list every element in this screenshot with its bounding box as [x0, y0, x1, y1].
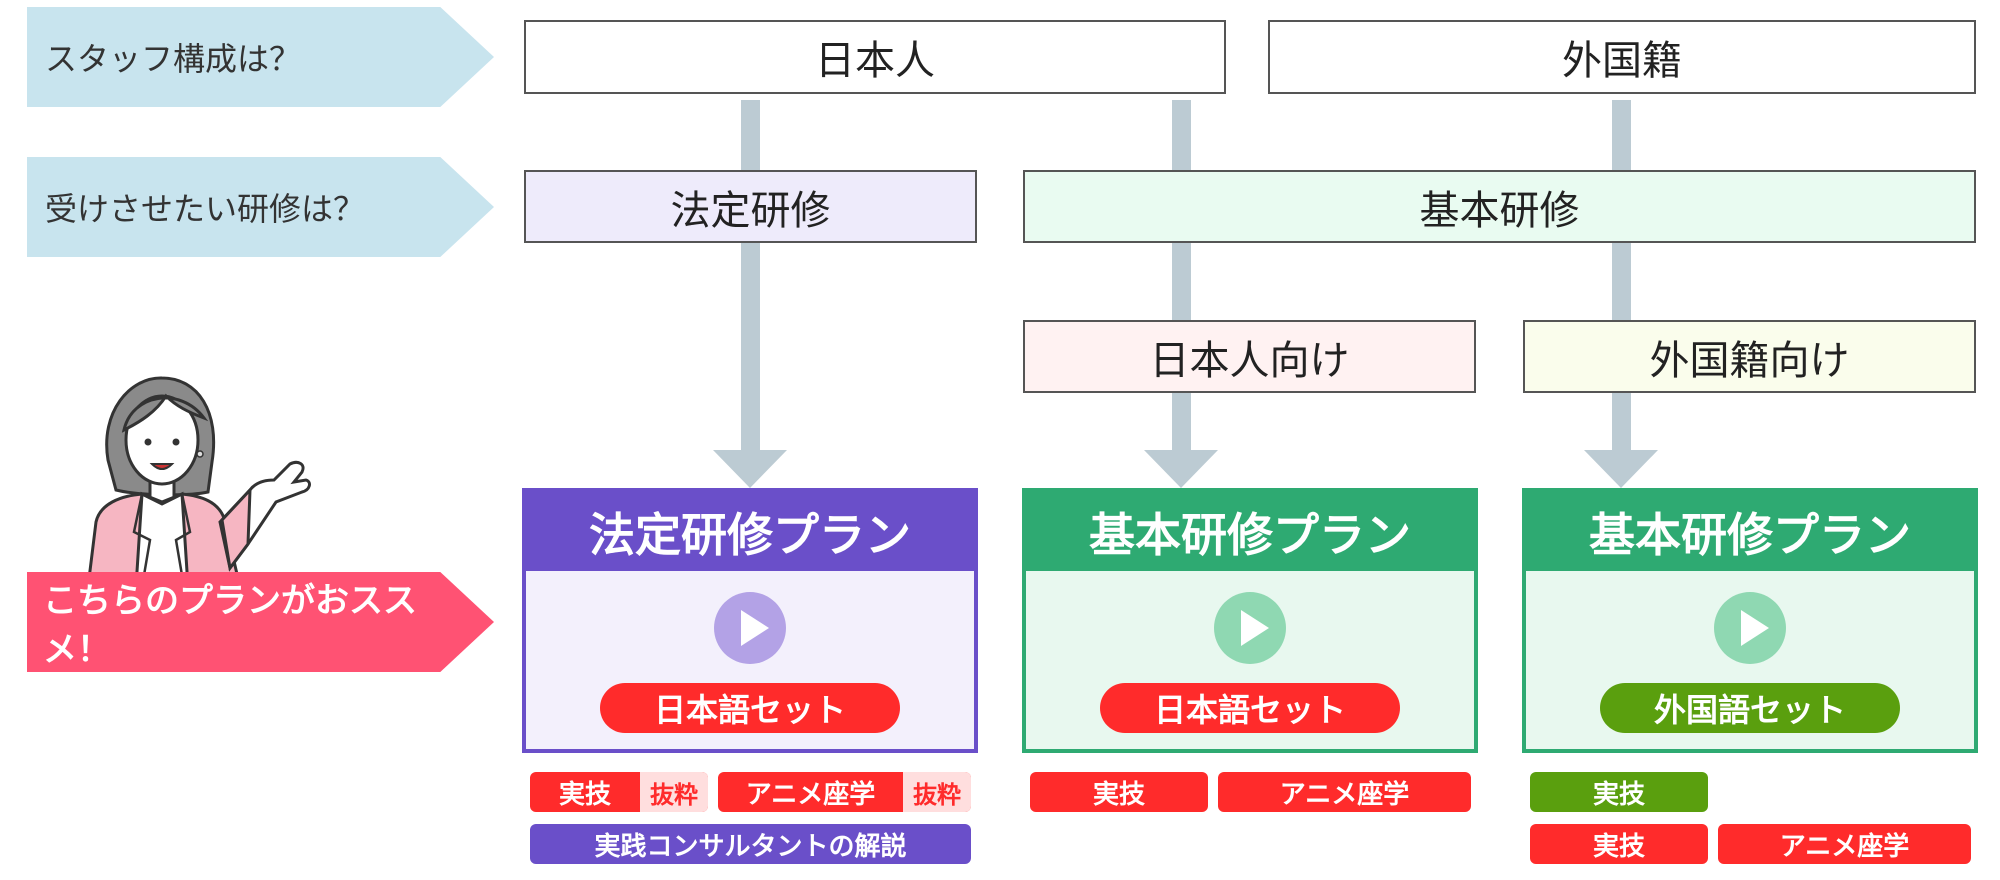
tag-practical-foreign-language: 実技	[1530, 772, 1708, 812]
question-staff: スタッフ構成は？	[45, 40, 302, 78]
question-recommend: こちらのプランがおススメ！	[43, 581, 417, 670]
tag-anime-lecture: アニメ座学	[1718, 824, 1971, 864]
question-training-arrow: 受けさせたい研修は？	[27, 157, 494, 257]
option-japanese: 日本人	[524, 20, 1226, 94]
tag-practical-excerpt: 実技 抜粋	[530, 772, 708, 812]
option-legal-training: 法定研修	[524, 170, 977, 243]
plan-basic-japanese-set-label: 日本語セット	[1100, 683, 1400, 733]
question-staff-arrow: スタッフ構成は？	[27, 7, 494, 107]
plan-basic-foreign-set-label: 外国語セット	[1600, 683, 1900, 733]
question-training: 受けさせたい研修は？	[45, 190, 366, 228]
tag-anime-lecture-label: アニメ座学	[1279, 779, 1410, 810]
tag-practical-label: 実技	[558, 779, 611, 810]
option-legal-training-label: 法定研修	[670, 187, 831, 234]
plan-basic-foreign-card[interactable]: 基本研修プラン 外国語セット	[1522, 488, 1978, 753]
tag-practical-label: 実技	[1092, 779, 1145, 810]
option-for-foreign: 外国籍向け	[1523, 320, 1976, 393]
option-japanese-label: 日本人	[815, 38, 935, 84]
question-recommend-arrow: こちらのプランがおススメ！	[27, 572, 494, 672]
woman-presenter-illustration	[86, 376, 311, 587]
tag-excerpt-label: 抜粋	[640, 772, 708, 812]
option-for-foreign-label: 外国籍向け	[1649, 337, 1850, 384]
option-basic-training-label: 基本研修	[1419, 187, 1580, 234]
plan-basic-foreign-title: 基本研修プラン	[1526, 492, 1974, 571]
option-basic-training: 基本研修	[1023, 170, 1976, 243]
tag-anime-lecture-label: アニメ座学	[1779, 831, 1910, 862]
connector-japanese-basic	[1172, 100, 1191, 452]
plan-basic-japanese-title: 基本研修プラン	[1026, 492, 1474, 571]
tag-excerpt-label: 抜粋	[903, 772, 971, 812]
plan-basic-japanese-card[interactable]: 基本研修プラン 日本語セット	[1022, 488, 1478, 753]
tag-anime-lecture: アニメ座学	[1218, 772, 1471, 812]
plan-legal-card[interactable]: 法定研修プラン 日本語セット	[522, 488, 978, 753]
option-foreign: 外国籍	[1268, 20, 1976, 94]
tag-practical-label: 実技	[1592, 779, 1645, 810]
tag-consultant-commentary: 実践コンサルタントの解説	[530, 824, 971, 864]
option-for-japanese: 日本人向け	[1023, 320, 1476, 393]
arrowhead-basic-japanese-plan	[1144, 450, 1218, 488]
tag-practical: 実技	[1030, 772, 1208, 812]
play-icon[interactable]	[1714, 592, 1786, 664]
arrowhead-basic-foreign-plan	[1584, 450, 1658, 488]
tag-anime-lecture-label: アニメ座学	[745, 779, 876, 810]
play-icon[interactable]	[1214, 592, 1286, 664]
tag-consultant-commentary-label: 実践コンサルタントの解説	[594, 831, 907, 862]
plan-legal-title: 法定研修プラン	[526, 492, 974, 571]
play-icon[interactable]	[714, 592, 786, 664]
tag-practical: 実技	[1530, 824, 1708, 864]
arrowhead-legal-plan	[713, 450, 787, 488]
tag-practical-label: 実技	[1592, 831, 1645, 862]
tag-anime-lecture-excerpt: アニメ座学 抜粋	[718, 772, 971, 812]
option-foreign-label: 外国籍	[1562, 38, 1682, 84]
connector-japanese-legal	[741, 100, 760, 452]
connector-foreign-basic	[1612, 100, 1631, 452]
option-for-japanese-label: 日本人向け	[1149, 337, 1350, 384]
plan-legal-set-label: 日本語セット	[600, 683, 900, 733]
